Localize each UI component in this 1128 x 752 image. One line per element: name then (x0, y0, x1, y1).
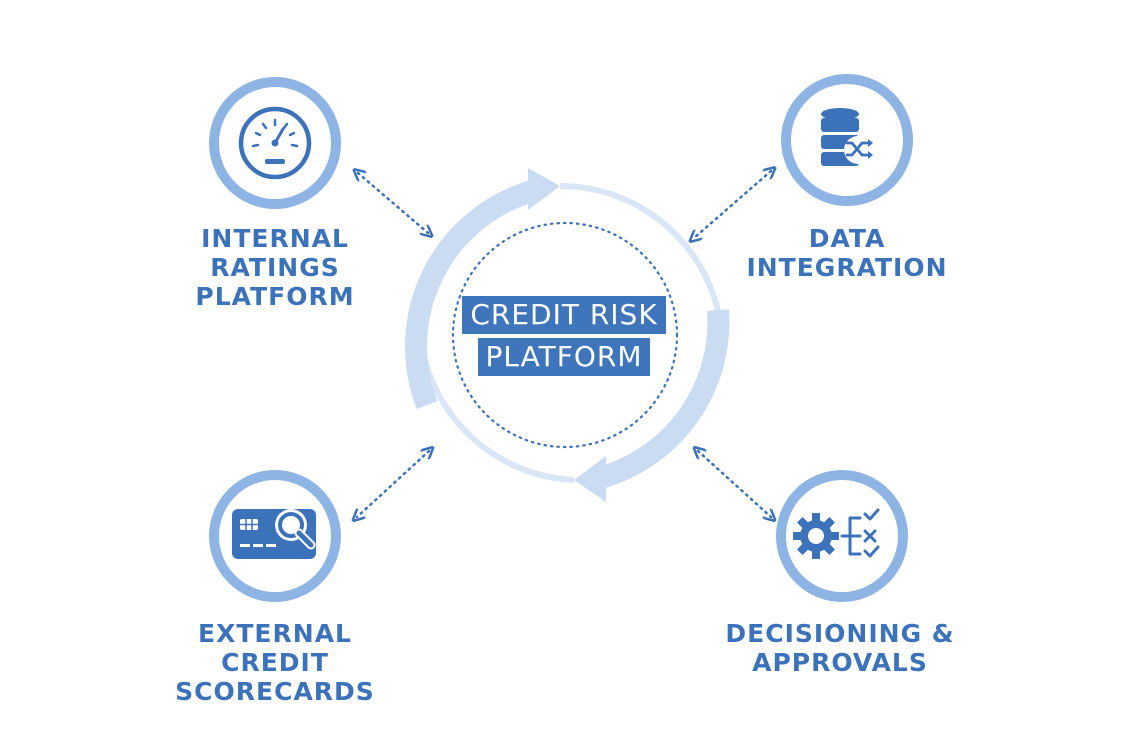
label-external-scorecards: EXTERNAL CREDIT SCORECARDS (175, 619, 375, 706)
cycle-arrow-lower (596, 309, 730, 489)
connector-decisioning (698, 451, 771, 517)
connector-external-scorecards (357, 451, 429, 517)
credit-card-search-icon (232, 509, 316, 559)
cycle-arrow-upper-outer (559, 182, 725, 341)
database-shuffle-icon (821, 108, 873, 166)
center-title-line1: CREDIT RISK (0, 296, 1128, 334)
cycle-arrow-lower-outer (417, 329, 575, 483)
connector-internal-ratings (358, 173, 428, 233)
cycle-arrowhead-upper (528, 168, 560, 210)
gear-checklist-icon (793, 508, 880, 559)
connector-data-integration (694, 171, 771, 238)
cycle-arrowhead-lower (574, 456, 606, 502)
label-decisioning: DECISIONING & APPROVALS (725, 619, 955, 677)
speedometer-icon (238, 106, 312, 180)
cycle-arrows (405, 168, 730, 502)
center-title-line2: PLATFORM (0, 338, 1128, 376)
cycle-arrow-upper (405, 179, 539, 409)
label-internal-ratings: INTERNAL RATINGS PLATFORM (195, 224, 355, 311)
dotted-inner-circle (451, 221, 679, 449)
connectors (357, 171, 771, 517)
label-data-integration: DATA INTEGRATION (746, 224, 948, 282)
